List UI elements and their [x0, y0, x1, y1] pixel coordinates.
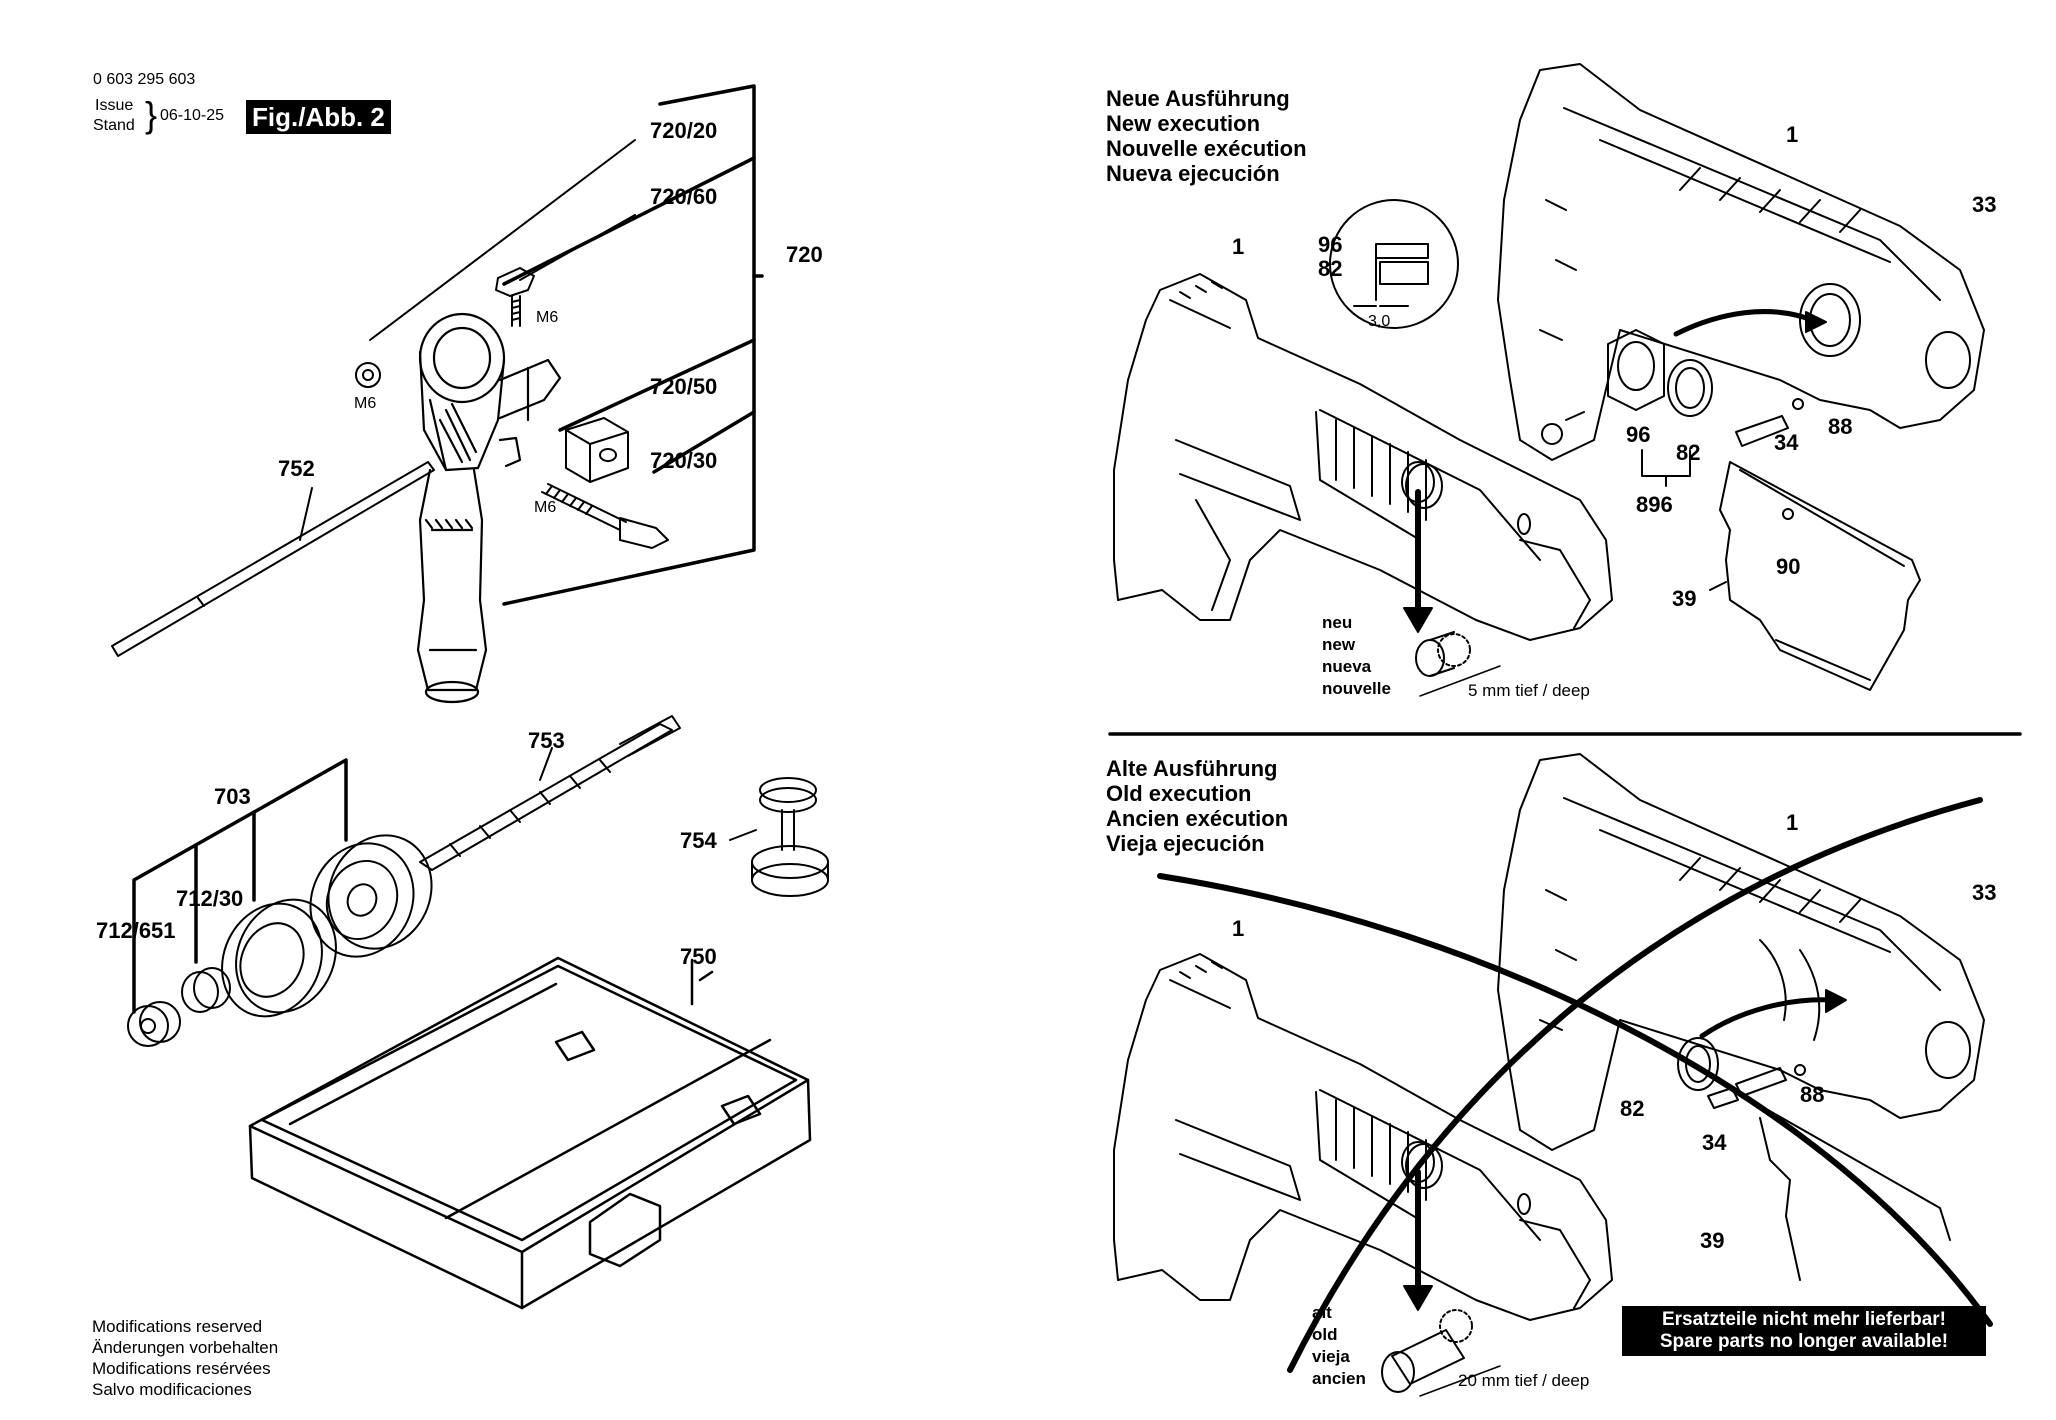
old-word-de: alt [1312, 1303, 1332, 1322]
brush-holder-drawing [1735, 398, 1804, 447]
new-callout-88: 88 [1828, 414, 1853, 439]
label-m6-nut: M6 [354, 395, 377, 412]
callout-712-30: 712/30 [176, 886, 244, 911]
unavailable-notice: Ersatzteile nicht mehr lieferbar! Spare … [1622, 1306, 1986, 1356]
depth-stop-drawing [729, 777, 829, 897]
new-callout-1-motor: 1 [1786, 122, 1799, 147]
wing-bolt-drawing [495, 267, 535, 327]
new-heading-en: New execution [1106, 111, 1261, 136]
old-motor-housing-drawing [1497, 753, 1985, 1151]
bracket-720-leaders [502, 84, 764, 606]
footer-line-3: Modifications resérvées [92, 1359, 271, 1378]
part-number: 0 603 295 603 [93, 71, 196, 88]
new-motor-housing-drawing [1497, 63, 1985, 461]
bracket-703-leaders [132, 758, 348, 1014]
old-callout-1-drill: 1 [1232, 916, 1245, 941]
callout-750: 750 [680, 944, 717, 969]
unavailable-notice-de: Ersatzteile nicht mehr lieferbar! [1661, 1309, 1947, 1330]
depth-rod-drawing [111, 461, 435, 657]
old-callout-34: 34 [1702, 1130, 1727, 1155]
gasket-drawing-new [1709, 461, 1921, 691]
new-depth-note: 5 mm tief / deep [1468, 681, 1590, 700]
label-m6-screw: M6 [534, 499, 557, 516]
detail-callout-96: 96 [1318, 232, 1343, 257]
old-callout-1-motor: 1 [1786, 810, 1799, 835]
side-handle-drawing [416, 312, 562, 704]
old-callout-82: 82 [1620, 1096, 1645, 1121]
chuck-drawing [309, 834, 433, 958]
new-plug-arrow [1401, 461, 1501, 697]
old-heading-de: Alte Ausführung [1106, 756, 1278, 781]
footer-line-4: Salvo modificaciones [92, 1380, 252, 1399]
old-word-fr: ancien [1312, 1369, 1366, 1388]
callout-720-50: 720/50 [650, 374, 718, 399]
old-callout-39: 39 [1700, 1228, 1725, 1253]
callout-753: 753 [528, 728, 565, 753]
gasket-drawing-old [1759, 1109, 1951, 1281]
callout-720-30: 720/30 [650, 448, 718, 473]
new-callout-90: 90 [1776, 554, 1801, 579]
old-drill-housing-drawing [1113, 953, 1613, 1321]
new-callout-96: 96 [1626, 422, 1651, 447]
detail-dimension: 3,0 [1368, 313, 1391, 330]
new-heading-es: Nueva ejecución [1106, 161, 1280, 186]
figure-badge: Fig./Abb. 2 [246, 100, 391, 134]
new-callout-34: 34 [1774, 430, 1799, 455]
callout-752: 752 [278, 456, 315, 481]
callout-720: 720 [786, 242, 823, 267]
old-word-en: old [1312, 1325, 1338, 1344]
issue-date: 06-10-25 [160, 107, 225, 124]
new-word-fr: nouvelle [1322, 679, 1391, 698]
clamp-block-drawing [565, 417, 629, 483]
old-callout-33: 33 [1972, 880, 1997, 905]
old-heading-es: Vieja ejecución [1106, 831, 1265, 856]
label-m6-bolt: M6 [536, 309, 559, 326]
new-callout-1-drill: 1 [1232, 234, 1245, 259]
old-bearing-drawing [1677, 989, 1847, 1109]
new-drill-housing-drawing [1113, 273, 1613, 641]
carrying-case-drawing [248, 956, 812, 1310]
detail-magnifier-drawing [1329, 199, 1459, 329]
new-callout-39: 39 [1672, 586, 1697, 611]
issue-brace: } [145, 94, 158, 135]
old-callout-88: 88 [1800, 1082, 1825, 1107]
adapter-drawing [127, 967, 231, 1047]
unavailable-notice-en: Spare parts no longer available! [1659, 1331, 1949, 1352]
old-heading-fr: Ancien exécution [1106, 806, 1289, 831]
new-word-es: nueva [1322, 657, 1372, 676]
detail-callout-82: 82 [1318, 256, 1343, 281]
callout-720-60: 720/60 [650, 184, 718, 209]
callout-720-20: 720/20 [650, 118, 718, 143]
callout-754: 754 [680, 828, 717, 853]
new-callout-82: 82 [1676, 440, 1701, 465]
obsolete-cross-arcs [1157, 797, 1993, 1373]
new-heading-fr: Nouvelle exécution [1106, 136, 1307, 161]
issue-label: Issue [95, 97, 134, 114]
callout-703: 703 [214, 784, 251, 809]
old-heading-en: Old execution [1106, 781, 1252, 806]
new-word-en: new [1322, 635, 1356, 654]
footer-line-1: Modifications reserved [92, 1317, 263, 1336]
old-word-es: vieja [1312, 1347, 1350, 1366]
old-plug-arrow [1381, 1141, 1501, 1397]
new-word-de: neu [1322, 613, 1353, 632]
bracket-896-leaders [1641, 449, 1691, 487]
drill-bit-drawing [419, 715, 681, 871]
clamp-screw-drawing [541, 483, 669, 549]
new-callout-896: 896 [1636, 492, 1673, 517]
bearing-parts-drawing [1607, 309, 1827, 417]
callout-712-651: 712/651 [96, 918, 176, 943]
old-depth-note: 20 mm tief / deep [1458, 1371, 1590, 1390]
new-callout-33: 33 [1972, 192, 1997, 217]
footer-line-2: Änderungen vorbehalten [92, 1338, 279, 1357]
nut-m6-drawing [355, 362, 381, 388]
stand-label: Stand [93, 117, 135, 134]
new-heading-de: Neue Ausführung [1106, 86, 1290, 111]
